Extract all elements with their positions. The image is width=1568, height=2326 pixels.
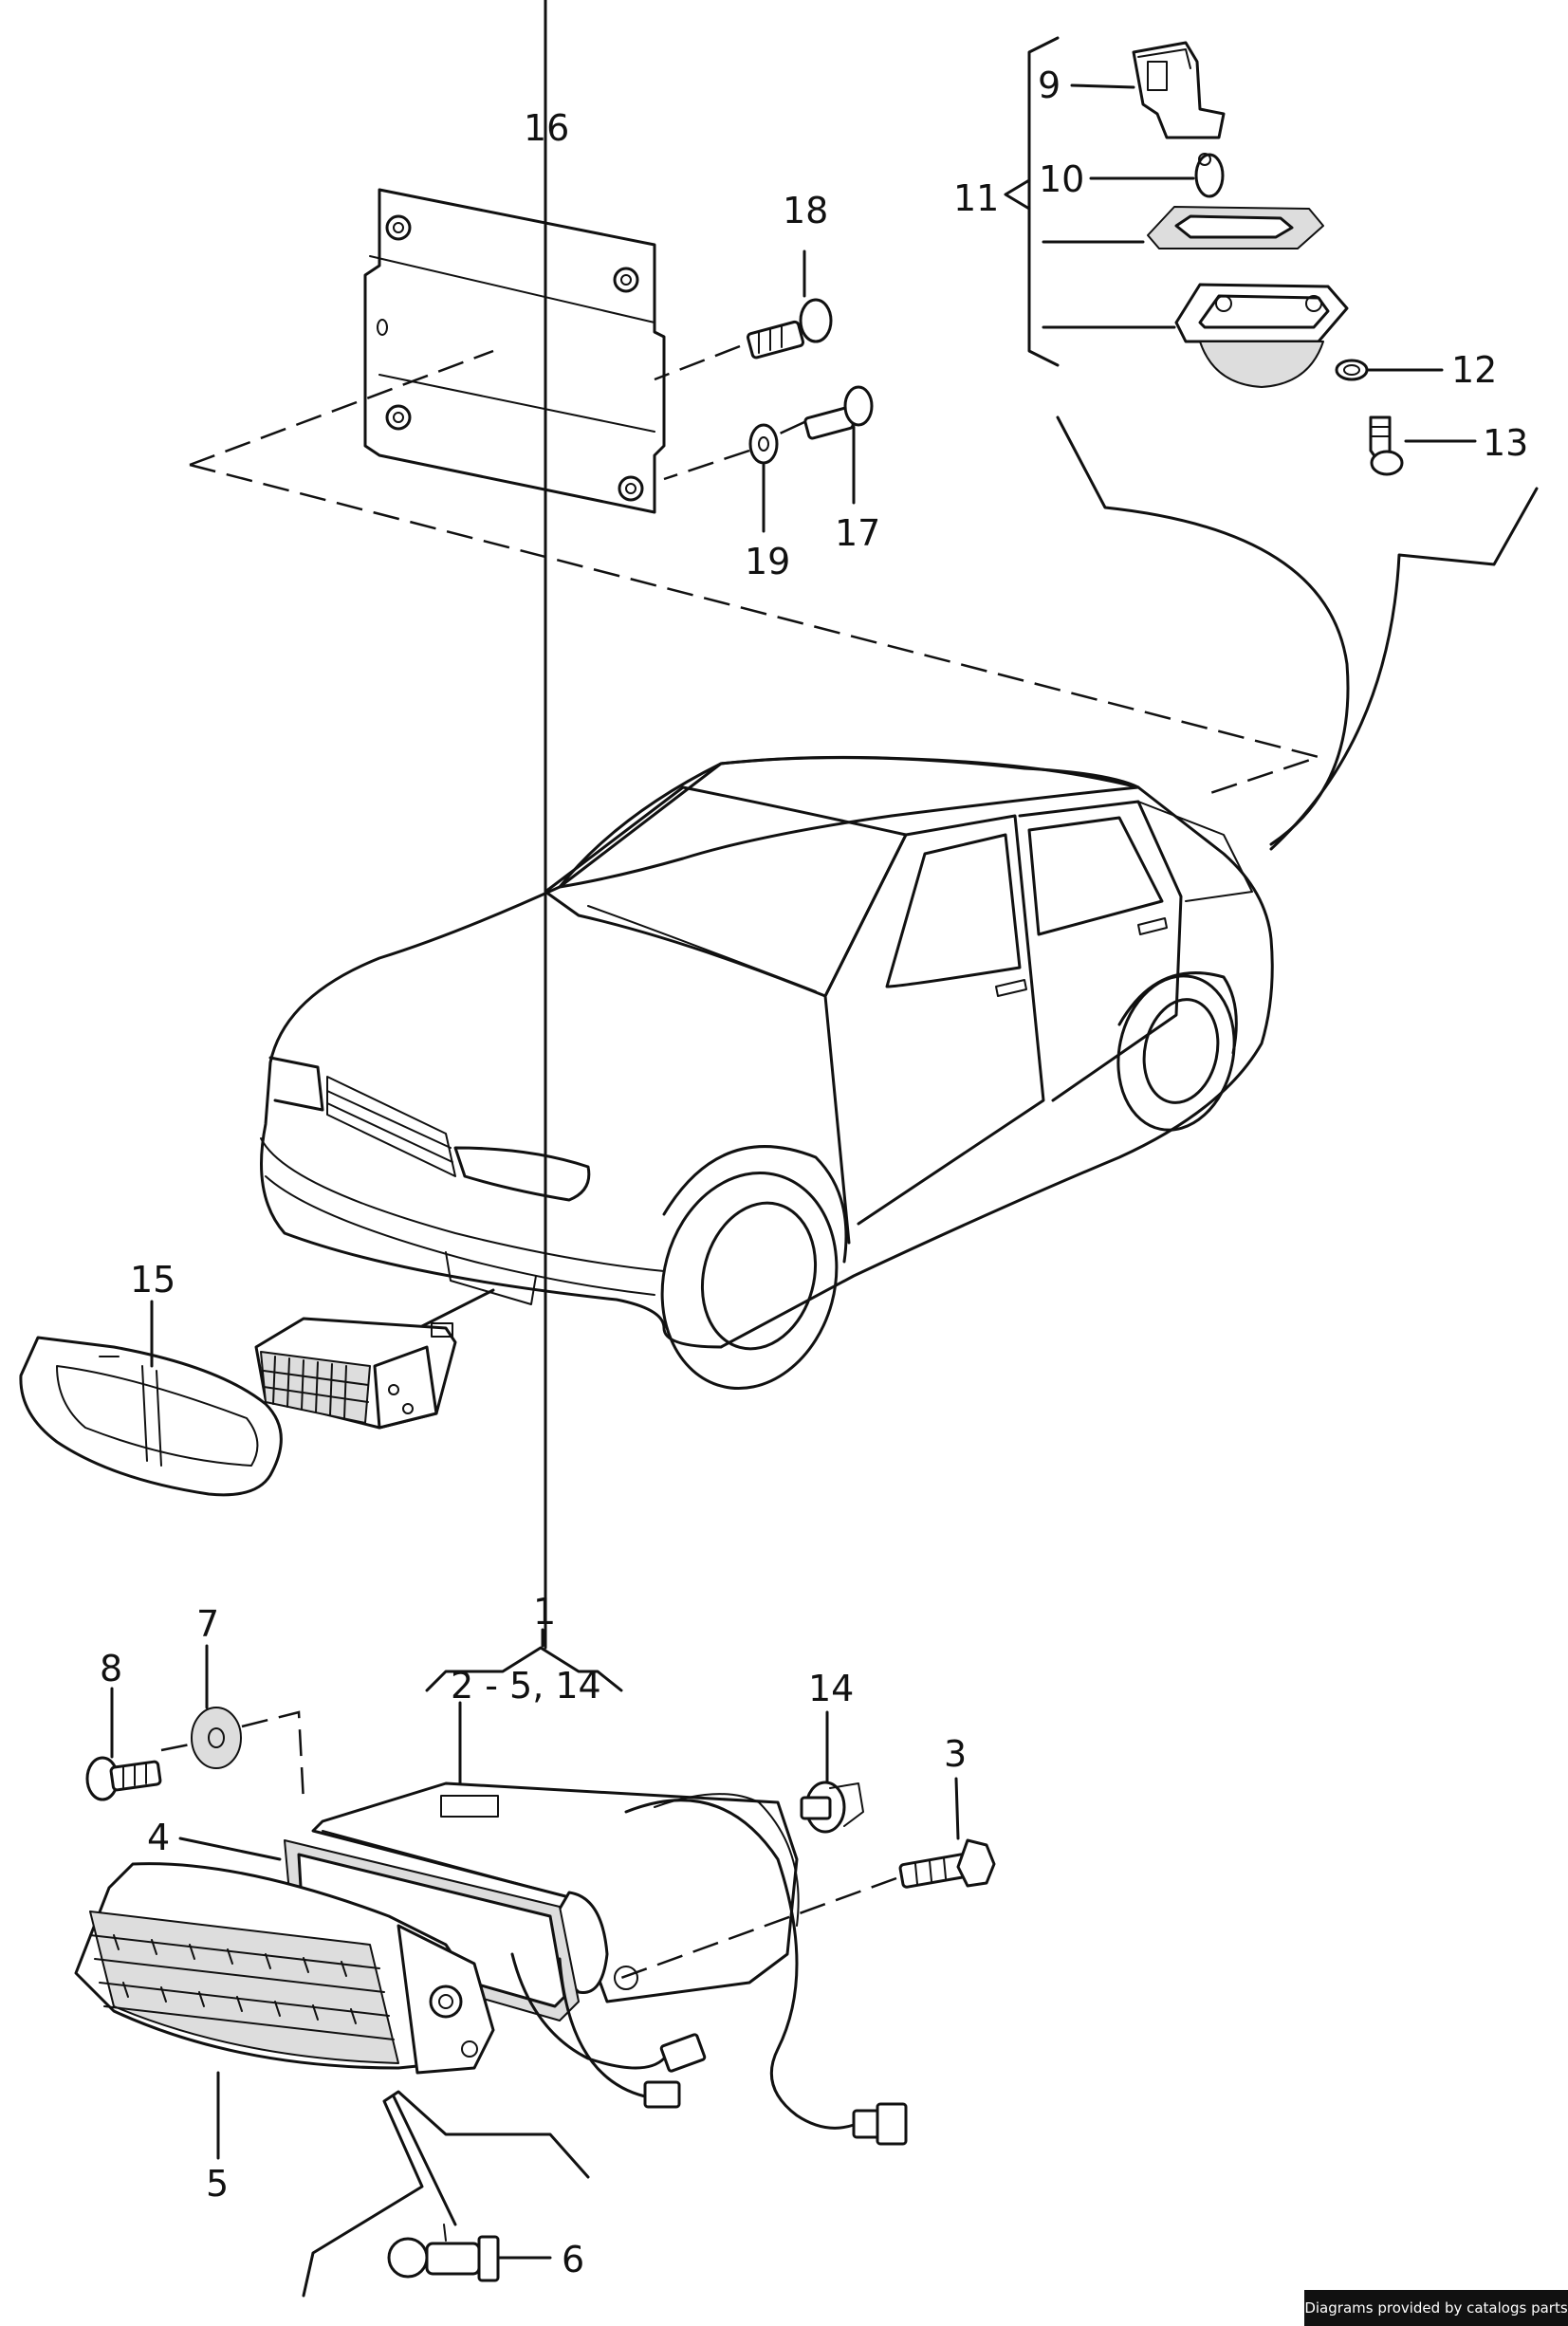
halogen-bulb	[387, 2224, 500, 2282]
lamp-lens	[1147, 206, 1324, 249]
screw	[746, 298, 833, 360]
lamp-bulb	[1194, 153, 1225, 198]
callout-10: 10	[1039, 158, 1084, 200]
fog-lamp-small	[254, 1317, 457, 1430]
callout-18: 18	[783, 190, 828, 231]
speed-nut	[191, 1707, 242, 1769]
callout-16: 16	[524, 107, 569, 149]
callout-13: 13	[1483, 422, 1528, 464]
callout-12: 12	[1451, 349, 1497, 391]
bumper-trim	[19, 1336, 283, 1497]
screw	[803, 385, 874, 440]
bolt	[898, 1838, 996, 1889]
callout-6: 6	[562, 2239, 584, 2280]
callout-5: 5	[206, 2163, 229, 2205]
push-fastener	[1369, 415, 1404, 476]
callout-15: 15	[130, 1259, 175, 1301]
callout-3: 3	[944, 1733, 967, 1775]
mounting-plate	[363, 188, 666, 514]
lamp-housing	[1132, 41, 1226, 139]
callout-4: 4	[147, 1817, 170, 1858]
callout-7: 7	[196, 1603, 219, 1645]
gasket	[1335, 359, 1369, 381]
callout-17: 17	[835, 512, 880, 554]
callout-19: 19	[745, 541, 790, 582]
callout-11: 11	[953, 177, 999, 219]
callout-14: 14	[808, 1668, 854, 1709]
lamp-frame	[1174, 283, 1349, 388]
screw	[85, 1756, 162, 1801]
callout-1: 1	[533, 1591, 556, 1633]
washer	[748, 423, 779, 465]
car-illustration	[260, 755, 1274, 1390]
credit-label: Diagrams provided by catalogs parts	[1304, 2290, 1568, 2326]
callout-9: 9	[1038, 65, 1061, 106]
fog-lamp-housing	[311, 1781, 800, 2003]
callout-1-range: 2 - 5, 14	[451, 1665, 601, 1707]
callout-8: 8	[100, 1648, 122, 1689]
fog-lamp-lens	[74, 1862, 495, 2075]
bulb-holder	[800, 1781, 864, 1834]
